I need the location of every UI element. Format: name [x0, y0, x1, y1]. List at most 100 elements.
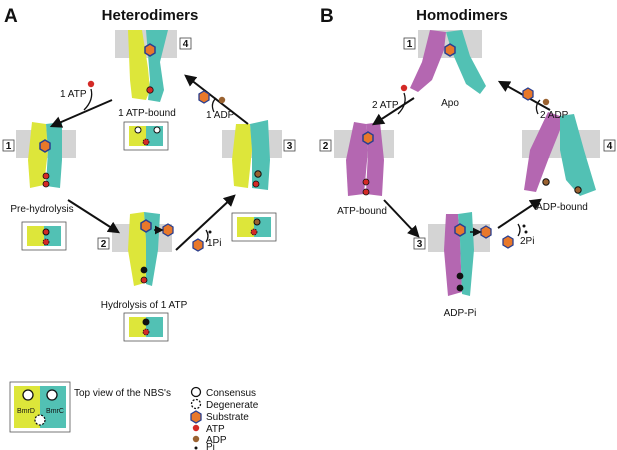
pi-icon — [194, 446, 198, 450]
substrate-icon — [192, 238, 204, 252]
b-atp-in-label: 2 ATP — [372, 100, 399, 111]
b-state-2-number: 2 — [323, 141, 329, 152]
atp-icon — [192, 424, 200, 432]
atp-icon — [362, 178, 370, 186]
substrate-icon — [480, 225, 492, 239]
pi-icon — [524, 230, 528, 234]
legend-consensus-site — [46, 389, 58, 401]
pi-icon — [522, 224, 526, 228]
legend-bmrd-shape — [14, 386, 40, 428]
a-state-3-topview — [231, 212, 277, 242]
substrate-icon — [362, 131, 374, 145]
a-state-1-transporter — [16, 122, 76, 188]
substrate-icon — [522, 87, 534, 101]
atp-binding-arc — [397, 92, 406, 115]
a-state-2-label: Hydrolysis of 1 ATP — [101, 300, 188, 311]
state-number-box — [179, 37, 192, 50]
adp-pi-icon — [456, 272, 464, 280]
atp-icon — [42, 180, 50, 188]
atp-binding-arc — [83, 88, 93, 111]
legend-consensus: Consensus — [206, 388, 256, 399]
a-arrow-3-to-4 — [184, 74, 249, 125]
b-state-2-transporter — [334, 122, 394, 196]
substrate-icon — [162, 223, 174, 237]
legend-atp: ATP — [206, 424, 225, 435]
b-state-3-transporter — [428, 212, 490, 296]
adp-release-arc — [211, 97, 217, 113]
a-state-4-number: 4 — [183, 39, 189, 50]
b-pi-out-label: 2Pi — [520, 236, 534, 247]
b-state-1-number: 1 — [407, 39, 413, 50]
legend-bmrc-label: BmrC — [46, 408, 64, 415]
legend-degenerate-site — [34, 414, 46, 426]
legend-degenerate: Degenerate — [206, 400, 259, 411]
legend-consensus-site — [22, 389, 34, 401]
b-state-1-transporter — [410, 30, 486, 94]
a-state-3-transporter — [222, 120, 282, 190]
adp-icon — [542, 178, 550, 186]
adp-icon — [218, 96, 226, 104]
b-state-4-number: 4 — [607, 141, 613, 152]
atp-icon — [146, 86, 154, 94]
state-number-box — [2, 139, 15, 152]
a-arrow-4-to-1 — [49, 99, 113, 128]
atp-icon — [362, 188, 370, 196]
bmrd-subunit — [28, 122, 48, 188]
a-state-4-transporter — [115, 30, 177, 102]
subunit-a — [524, 112, 560, 192]
a-state-1-number: 1 — [6, 141, 12, 152]
substrate-icon — [454, 223, 466, 237]
subunit-b — [446, 30, 486, 94]
panel-a-letter: A — [4, 6, 18, 27]
pi-icon — [208, 230, 212, 234]
adp-icon — [542, 98, 550, 106]
b-arrow-3-to-4 — [497, 198, 542, 229]
state-number-box — [283, 139, 296, 152]
bmrd-subunit — [232, 124, 252, 188]
adp-release-arc — [535, 99, 541, 115]
b-state-4-label: ADP-bound — [536, 202, 588, 213]
b-state-4-transporter — [522, 112, 600, 196]
substrate-icon — [444, 43, 456, 57]
atp-icon — [87, 80, 95, 88]
panel-a-title: Heterodimers — [102, 7, 199, 24]
atp-icon — [400, 84, 408, 92]
a-arrow-1-to-2 — [67, 199, 121, 234]
a-state-2-transporter — [112, 212, 172, 286]
legend-bmrc-shape — [40, 386, 66, 428]
state-number-box — [319, 139, 332, 152]
atp-icon — [42, 172, 50, 180]
subunit-a — [410, 30, 446, 92]
panel-b-letter: B — [320, 6, 334, 27]
b-arrow-2-to-3 — [383, 199, 420, 238]
legend-topview-label: Top view of the NBS's — [74, 388, 171, 399]
adp-pi-icon — [140, 266, 148, 274]
a-state-4-label: 1 ATP-bound — [118, 108, 176, 119]
panel-b-title: Homodimers — [416, 7, 508, 24]
adp-icon — [192, 435, 200, 443]
substrate-icon — [39, 139, 51, 153]
b-arrow-1-to-2 — [371, 97, 415, 126]
b-state-2-label: ATP-bound — [337, 206, 387, 217]
adp-icon — [574, 186, 582, 194]
a-state-3-number: 3 — [287, 141, 293, 152]
state-number-box — [413, 237, 426, 250]
state-number-box — [403, 37, 416, 50]
substrate-icon — [502, 235, 514, 249]
b-state-1-label: Apo — [441, 98, 459, 109]
b-state-3-number: 3 — [417, 239, 423, 250]
substrate-icon — [190, 410, 202, 424]
substrate-icon — [144, 43, 156, 57]
a-state-4-topview — [123, 121, 169, 151]
a-state-1-topview — [21, 221, 67, 251]
a-pi-out-label: 1Pi — [207, 238, 221, 249]
a-state-2-topview — [123, 312, 169, 342]
consensus-icon — [190, 386, 202, 398]
legend-bmrd-label: BmrD — [17, 408, 35, 415]
legend-substrate: Substrate — [206, 412, 249, 423]
a-atp-in-label: 1 ATP — [60, 89, 87, 100]
state-number-box — [97, 237, 110, 250]
pi-release-arc — [517, 223, 521, 237]
substrate-icon — [140, 219, 152, 233]
